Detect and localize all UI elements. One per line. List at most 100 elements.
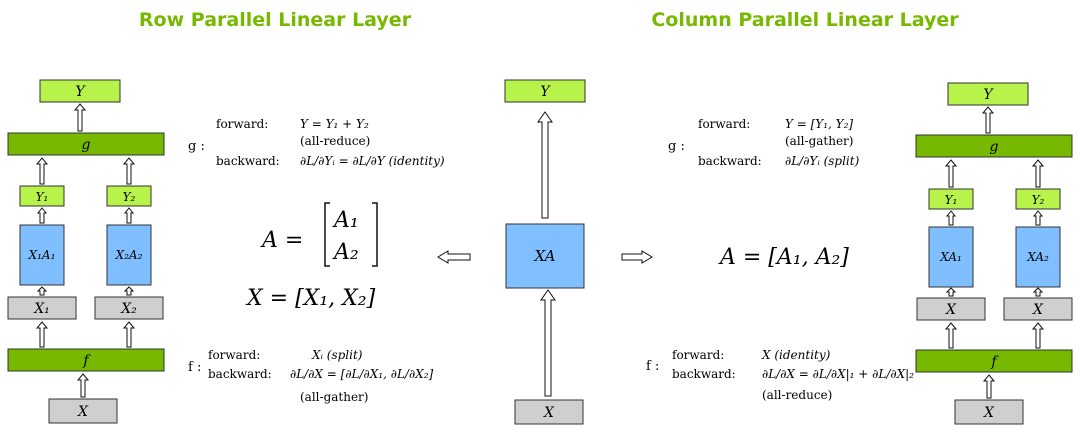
right-f-backward-key: backward: bbox=[672, 367, 736, 381]
up-arrow-icon bbox=[981, 106, 995, 134]
right-bracket bbox=[372, 202, 378, 267]
up-arrow-icon bbox=[36, 207, 48, 224]
left-a1: A₁ bbox=[332, 208, 359, 233]
left-a-lhs: A = bbox=[260, 228, 303, 253]
up-arrow-icon bbox=[944, 322, 958, 349]
left-y2-label: Y₂ bbox=[123, 190, 136, 204]
left-g-forward-note: (all-reduce) bbox=[300, 134, 370, 148]
up-arrow-icon bbox=[1032, 287, 1044, 297]
center-xa-label: XA bbox=[534, 247, 556, 265]
right-f-colon-label: f : bbox=[646, 359, 659, 374]
right-x-left-label: X bbox=[945, 302, 957, 318]
right-a-equation: A = [A₁, A₂] bbox=[718, 245, 849, 270]
left-g-colon-label: g : bbox=[188, 139, 205, 154]
right-g-backward-key: backward: bbox=[698, 154, 762, 168]
right-g-forward-note: (all-gather) bbox=[785, 134, 853, 148]
left-arrow-icon bbox=[437, 250, 471, 264]
left-g-forward-key: forward: bbox=[216, 117, 268, 131]
up-arrow-icon bbox=[35, 321, 49, 348]
left-g-backward-value: ∂L/∂Yᵢ = ∂L/∂Y (identity) bbox=[300, 154, 445, 168]
right-y1-label: Y₁ bbox=[945, 193, 958, 207]
left-y1-label: Y₁ bbox=[36, 190, 49, 204]
left-bracket bbox=[324, 202, 330, 267]
left-f-forward-value: Xᵢ (split) bbox=[311, 348, 363, 362]
up-arrow-icon bbox=[35, 157, 49, 185]
center-y-label: Y bbox=[540, 84, 551, 100]
column-parallel-title: Column Parallel Linear Layer bbox=[651, 9, 959, 31]
left-x2a2-box bbox=[106, 224, 152, 286]
center-y-box bbox=[504, 79, 586, 103]
right-xa2-label: XA₂ bbox=[1026, 250, 1049, 264]
right-f-box bbox=[915, 349, 1073, 373]
up-arrow-icon bbox=[945, 210, 957, 226]
row-parallel-diagram: Y g Y₁ Y₂ X₁A₁ X₂A₂ X₁ X₂ f X bbox=[7, 79, 445, 424]
right-g-forward-key: forward: bbox=[698, 117, 750, 131]
left-g-box bbox=[7, 132, 165, 156]
right-g-forward-value: Y = [Y₁, Y₂] bbox=[785, 117, 853, 131]
left-f-colon-label: f : bbox=[188, 360, 201, 375]
left-y-box bbox=[39, 79, 121, 103]
right-xa1-label: XA₁ bbox=[939, 250, 962, 264]
up-arrow-icon bbox=[123, 286, 135, 296]
center-diagram: Y XA X bbox=[437, 79, 653, 425]
up-arrow-icon bbox=[122, 321, 136, 348]
left-f-box bbox=[7, 348, 165, 372]
left-x2a2-label: X₂A₂ bbox=[115, 248, 143, 262]
left-x-box bbox=[48, 398, 118, 424]
up-arrow-icon bbox=[982, 374, 996, 399]
up-arrow-icon bbox=[1032, 210, 1044, 226]
left-f-label: f bbox=[82, 353, 91, 369]
center-xa-box bbox=[505, 223, 585, 289]
left-x-label: X bbox=[77, 404, 89, 420]
left-y1-box bbox=[19, 185, 65, 207]
left-arrows bbox=[35, 103, 136, 398]
left-y2-box bbox=[106, 185, 152, 207]
right-f-backward-note: (all-reduce) bbox=[762, 388, 832, 402]
row-parallel-title: Row Parallel Linear Layer bbox=[139, 9, 412, 31]
right-f-backward-value: ∂L/∂X = ∂L/∂X|₁ + ∂L/∂X|₂ bbox=[762, 367, 914, 381]
left-g-forward-value: Y = Y₁ + Y₂ bbox=[300, 117, 369, 131]
right-arrows bbox=[944, 106, 1045, 399]
left-x2-label: X₂ bbox=[120, 301, 137, 317]
center-x-box bbox=[514, 399, 584, 425]
left-y-label: Y bbox=[75, 84, 86, 100]
left-a2: A₂ bbox=[332, 240, 359, 265]
right-f-forward-value: X (identity) bbox=[761, 348, 831, 362]
right-x-label: X bbox=[983, 405, 995, 421]
right-g-backward-value: ∂L/∂Yᵢ (split) bbox=[785, 154, 860, 168]
left-f-backward-note: (all-gather) bbox=[300, 390, 368, 404]
left-g-label: g bbox=[82, 137, 91, 153]
right-f-forward-key: forward: bbox=[672, 348, 724, 362]
right-g-box bbox=[915, 134, 1073, 158]
up-arrow-icon bbox=[76, 373, 90, 398]
left-g-backward-key: backward: bbox=[216, 154, 280, 168]
right-y2-box bbox=[1015, 188, 1061, 210]
right-y1-box bbox=[928, 188, 974, 210]
right-x-left-box bbox=[916, 297, 986, 321]
right-y-box bbox=[947, 82, 1029, 106]
right-arrow-icon bbox=[621, 250, 653, 264]
left-x1a1-label: X₁A₁ bbox=[28, 248, 56, 262]
up-arrow-icon bbox=[537, 111, 553, 219]
up-arrow-icon bbox=[945, 287, 957, 297]
up-arrow-icon bbox=[1031, 322, 1045, 349]
left-x1a1-box bbox=[19, 224, 65, 286]
right-y-label: Y bbox=[983, 87, 994, 103]
right-xa1-box bbox=[928, 226, 974, 288]
up-arrow-icon bbox=[123, 207, 135, 224]
right-f-label: f bbox=[990, 354, 999, 370]
right-x-right-label: X bbox=[1032, 302, 1044, 318]
up-arrow-icon bbox=[36, 286, 48, 296]
right-y2-label: Y₂ bbox=[1032, 193, 1045, 207]
right-x-right-box bbox=[1003, 297, 1073, 321]
left-f-forward-key: forward: bbox=[208, 348, 260, 362]
up-arrow-icon bbox=[944, 159, 958, 188]
up-arrow-icon bbox=[540, 289, 556, 397]
left-f-backward-key: backward: bbox=[208, 367, 272, 381]
right-x-box bbox=[954, 399, 1024, 425]
up-arrow-icon bbox=[1031, 159, 1045, 188]
left-x2-box bbox=[94, 296, 164, 320]
up-arrow-icon bbox=[122, 157, 136, 185]
right-xa2-box bbox=[1015, 226, 1061, 288]
